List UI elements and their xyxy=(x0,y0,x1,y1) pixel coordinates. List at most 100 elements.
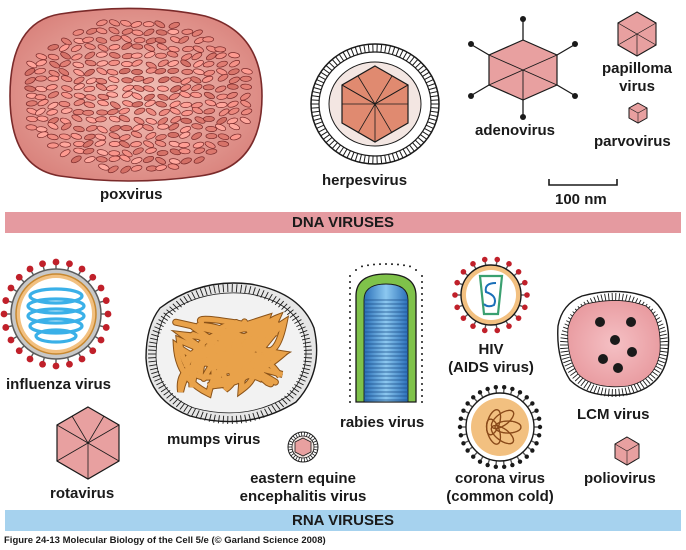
membrane-tick xyxy=(248,286,252,295)
membrane-tick xyxy=(639,381,645,389)
membrane-dot xyxy=(349,365,351,367)
membrane-dot xyxy=(349,341,351,343)
membrane-dot xyxy=(409,265,411,268)
pox-bead xyxy=(120,125,133,132)
membrane-tick xyxy=(166,392,173,399)
membrane-tick xyxy=(420,68,428,74)
membrane-tick xyxy=(417,65,425,71)
pox-bead xyxy=(46,109,58,116)
pox-bead xyxy=(95,27,108,35)
membrane-tick xyxy=(204,412,208,421)
pox-bead xyxy=(108,44,121,51)
pox-bead xyxy=(84,59,97,67)
membrane-tick xyxy=(607,388,610,397)
spike-tip xyxy=(454,279,460,286)
membrane-tick xyxy=(563,359,571,364)
pox-bead xyxy=(145,118,157,125)
membrane-tick xyxy=(299,374,308,378)
adenovirus-particle xyxy=(468,16,578,120)
membrane-tick xyxy=(311,107,320,109)
membrane-tick xyxy=(260,290,265,298)
membrane-tick xyxy=(274,402,281,410)
membrane-tick xyxy=(235,415,238,424)
membrane-tick xyxy=(658,333,667,337)
pox-bead xyxy=(61,107,73,114)
pox-bead xyxy=(155,164,167,171)
membrane-tick xyxy=(260,410,265,418)
membrane-dot xyxy=(349,383,351,385)
membrane-tick xyxy=(248,413,252,422)
pox-bead xyxy=(181,53,193,61)
spike-tip xyxy=(470,323,476,329)
pox-bead xyxy=(155,52,167,59)
pox-bead xyxy=(84,51,96,60)
pox-bead xyxy=(73,99,85,106)
pox-bead xyxy=(191,84,203,92)
pox-bead xyxy=(169,100,181,108)
pox-bead xyxy=(61,91,73,99)
pox-bead xyxy=(97,93,110,101)
membrane-tick xyxy=(312,451,317,454)
pox-bead xyxy=(144,99,156,107)
pox-bead xyxy=(130,165,143,172)
membrane-dot xyxy=(421,335,423,337)
pox-bead xyxy=(156,150,169,157)
membrane-tick xyxy=(636,382,642,391)
membrane-tick xyxy=(430,107,439,109)
membrane-tick xyxy=(292,315,300,321)
membrane-tick xyxy=(350,48,355,56)
pox-bead xyxy=(83,85,96,93)
membrane-dot xyxy=(403,264,405,267)
membrane-tick xyxy=(289,440,294,443)
membrane-tick xyxy=(217,415,220,424)
pox-bead xyxy=(108,76,120,83)
pox-bead xyxy=(47,101,59,110)
pox-bead xyxy=(118,107,130,115)
membrane-tick xyxy=(151,371,160,375)
hiv-label-line2: (AIDS virus) xyxy=(448,359,534,376)
pox-bead xyxy=(96,67,108,75)
membrane-tick xyxy=(430,99,439,101)
pox-bead xyxy=(122,90,133,99)
pox-bead xyxy=(130,21,143,28)
pox-bead xyxy=(194,116,206,124)
membrane-tick xyxy=(367,155,370,164)
spike-tip xyxy=(524,292,530,298)
pox-bead xyxy=(95,37,108,44)
pox-bead xyxy=(228,107,240,115)
pox-bead xyxy=(131,69,143,75)
membrane-tick xyxy=(314,121,323,125)
spike-tip xyxy=(477,459,483,464)
pox-bead xyxy=(132,124,144,132)
pox-bead xyxy=(179,91,191,98)
membrane-tick xyxy=(311,437,316,441)
membrane-tick xyxy=(213,414,216,423)
pox-bead xyxy=(142,21,155,28)
pox-bead xyxy=(59,60,71,68)
pox-bead xyxy=(191,52,203,61)
pox-bead xyxy=(131,43,144,50)
membrane-tick xyxy=(428,86,437,91)
membrane-tick xyxy=(152,330,161,334)
membrane-tick xyxy=(297,457,300,462)
pox-bead xyxy=(84,68,95,77)
membrane-dot xyxy=(373,263,375,266)
membrane-tick xyxy=(151,333,160,337)
pox-bead xyxy=(96,149,109,156)
hiv-particle xyxy=(452,256,530,334)
membrane-tick xyxy=(338,53,345,62)
membrane-tick xyxy=(596,386,601,395)
pox-bead xyxy=(47,142,59,149)
pox-bead xyxy=(35,126,48,133)
rotavirus-particle xyxy=(56,406,120,480)
membrane-tick xyxy=(148,345,157,348)
membrane-tick xyxy=(290,437,295,441)
membrane-tick xyxy=(204,287,208,296)
membrane-tick xyxy=(172,398,179,405)
membrane-dot xyxy=(421,401,423,403)
membrane-dot xyxy=(421,281,423,283)
eee-particle xyxy=(287,431,319,463)
spike-tip xyxy=(97,284,105,292)
membrane-dot xyxy=(355,269,357,271)
